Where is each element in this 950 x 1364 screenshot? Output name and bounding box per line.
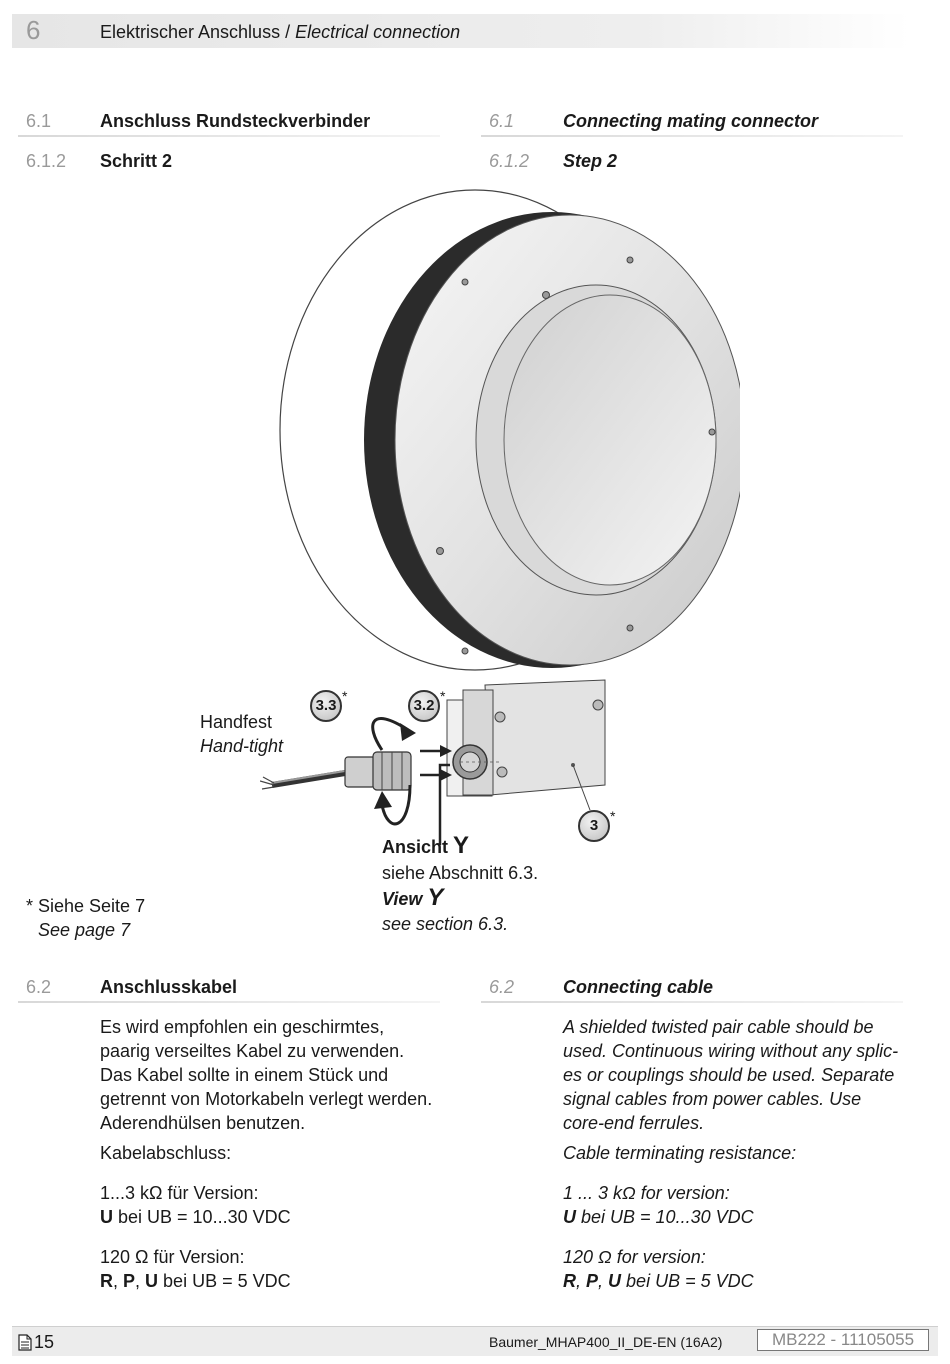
resistance-1-de: 1...3 kΩ für Version: [100,1183,259,1203]
chapter-title: Elektrischer Anschluss / Electrical conn… [100,22,461,42]
resistance-1-voltage-de: U bei UB = 10...30 VDC [100,1207,291,1227]
asterisk: * [610,808,616,824]
document-name: Baumer_MHAP400_II_DE-EN (16A2) [489,1334,723,1350]
callout-3-3: 3.3 [310,690,342,722]
label-view-y: View Y [382,884,444,911]
divider [18,1001,440,1003]
chapter-number: 6 [26,15,41,45]
footnote-en: See page 7 [38,920,131,940]
label-siehe-abschnitt: siehe Abschnitt 6.3. [382,863,539,883]
resistance-2-de: 120 Ω für Version: [100,1247,245,1267]
resistance-2-voltage-de: R, P, U bei UB = 5 VDC [100,1271,291,1291]
footnote-de: * Siehe Seite 7 [26,896,146,916]
callout-3-2: 3.2 [408,690,440,722]
label-ansicht-y: Ansicht Y [382,832,470,859]
resistance-2-voltage-en: R, P, U bei UB = 5 VDC [563,1271,754,1291]
divider [18,135,440,137]
chapter-header-bar [12,14,910,48]
cable-text-de-line: getrennt von Motorkabeln verlegt werden. [100,1089,433,1109]
cable-text-en-line: core-end ferrules. [563,1113,705,1133]
page-number: 15 [18,1331,54,1353]
cable-text-de-line: Es wird empfohlen ein geschirmtes, [100,1017,385,1037]
cable-text-en-line: A shielded twisted pair cable should be [563,1017,874,1037]
cable-text-en-line: used. Continuous wiring without any spli… [563,1041,899,1061]
cable-text-de-line: Das Kabel sollte in einem Stück und [100,1065,389,1085]
cable-termination-de: Kabelabschluss: [100,1143,232,1163]
cable-termination-en: Cable terminating resistance: [563,1143,797,1163]
resistance-1-voltage-en: U bei UB = 10...30 VDC [563,1207,754,1227]
resistance-2-en: 120 Ω for version: [563,1247,706,1267]
asterisk: * [342,688,348,704]
document-icon [18,1333,32,1351]
divider [481,1001,903,1003]
label-hand-tight: Hand-tight [200,736,284,756]
cable-text-en-line: signal cables from power cables. Use [563,1089,862,1109]
document-code: MB222 - 11105055 [757,1329,929,1351]
cable-text-de-line: Aderendhülsen benutzen. [100,1113,306,1133]
asterisk: * [440,688,446,704]
cable-text-en-line: es or couplings should be used. Separate [563,1065,895,1085]
label-handfest: Handfest [200,712,273,732]
cable-text-de-line: paarig verseiltes Kabel zu verwenden. [100,1041,405,1061]
label-see-section: see section 6.3. [382,914,509,934]
encoder-ring-illustration [260,189,740,845]
resistance-1-en: 1 ... 3 kΩ for version: [563,1183,730,1203]
callout-3: 3 [578,810,610,842]
divider [481,135,903,137]
